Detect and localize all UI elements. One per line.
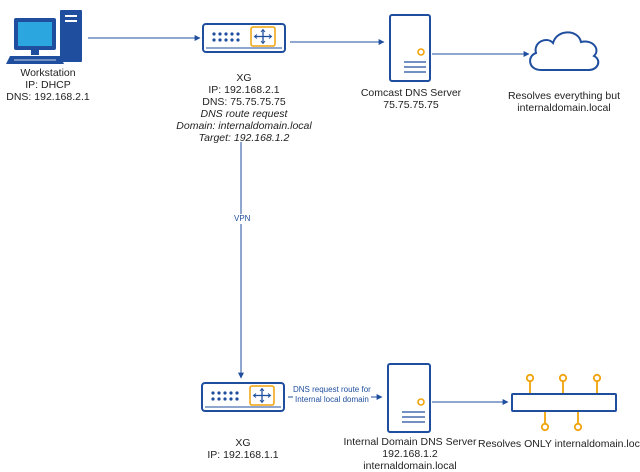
internet-label: Resolves everything but internaldomain.l… xyxy=(508,90,620,114)
workstation-dns: DNS: 192.168.2.1 xyxy=(6,91,90,103)
xg-top-route-target: Target: 192.168.1.2 xyxy=(198,132,290,144)
xg-top-label: XG IP: 192.168.2.1 DNS: 75.75.75.75 DNS … xyxy=(176,72,311,144)
xg-bottom-label: XG IP: 192.168.1.1 xyxy=(207,437,278,461)
internal-network-label: Resolves ONLY internaldomain.local xyxy=(478,438,640,450)
internet-line-1: Resolves everything but xyxy=(507,90,621,102)
workstation-ip: IP: DHCP xyxy=(25,79,71,91)
xg-top-dns: DNS: 75.75.75.75 xyxy=(202,96,286,108)
xg-top-name: XG xyxy=(236,72,252,84)
xg-top-ip: IP: 192.168.2.1 xyxy=(208,84,280,96)
vpn-edge-label: VPN xyxy=(233,214,252,224)
xg-bottom-name: XG xyxy=(235,437,251,449)
internal-network-line-1: Resolves ONLY internaldomain.local xyxy=(477,438,640,450)
cloud-icon xyxy=(529,31,600,71)
internet-line-2: internaldomain.local xyxy=(517,102,611,114)
workstation-label: Workstation IP: DHCP DNS: 192.168.2.1 xyxy=(6,67,89,103)
comcast-dns-label: Comcast DNS Server 75.75.75.75 xyxy=(361,87,461,111)
comcast-dns-ip: 75.75.75.75 xyxy=(383,99,439,111)
dns-route-line-2: Internal local domain xyxy=(294,394,369,404)
xg-top-appliance-icon xyxy=(202,23,286,53)
internal-dns-ip: 192.168.1.2 xyxy=(382,448,438,460)
workstation-icon xyxy=(6,10,82,64)
comcast-dns-name: Comcast DNS Server xyxy=(360,87,462,99)
xg-top-route-domain: Domain: internaldomain.local xyxy=(176,120,312,132)
internal-dns-label: Internal Domain DNS Server 192.168.1.2 i… xyxy=(343,436,476,472)
xg-top-route-title: DNS route request xyxy=(200,108,288,120)
internal-dns-server-icon xyxy=(387,363,431,433)
xg-bottom-appliance-icon xyxy=(201,382,285,412)
xg-bottom-ip: IP: 192.168.1.1 xyxy=(207,449,279,461)
dns-route-edge-label: DNS request route for Internal local dom… xyxy=(293,385,371,404)
internal-dns-domain: internaldomain.local xyxy=(363,460,457,472)
network-bus-icon xyxy=(511,373,617,432)
workstation-name: Workstation xyxy=(20,67,76,79)
comcast-dns-server-icon xyxy=(389,14,431,82)
internal-dns-name: Internal Domain DNS Server xyxy=(343,436,477,448)
dns-route-line-1: DNS request route for xyxy=(293,385,371,394)
